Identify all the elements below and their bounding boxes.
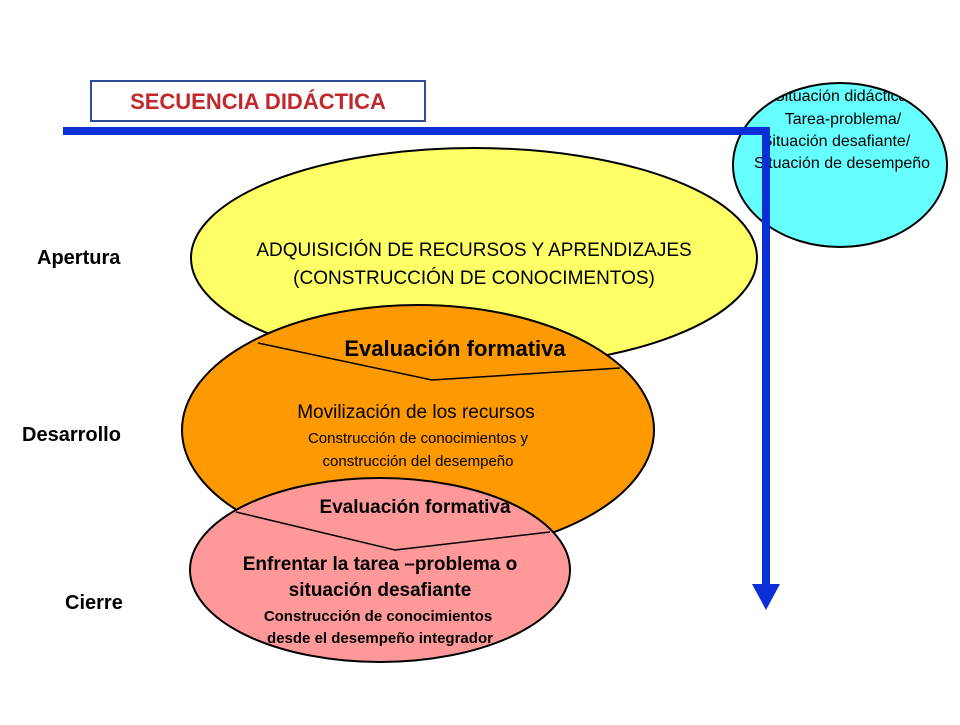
movilizacion-title: Movilización de los recursos	[297, 402, 535, 423]
stage-labels: Apertura Desarrollo Cierre	[22, 247, 123, 614]
diagram-title: SECUENCIA DIDÁCTICA	[130, 89, 386, 114]
enfrentar-line-1: Enfrentar la tarea –problema o	[243, 554, 518, 575]
situacion-line-2: Tarea-problema/	[785, 111, 902, 128]
movilizacion-line-1: Construcción de conocimientos y	[308, 430, 529, 447]
situacion-line-4: Situación de desempeño	[754, 155, 930, 172]
stage-desarrollo: Desarrollo	[22, 424, 121, 446]
sequence-arrow	[63, 127, 780, 610]
adquisicion-line-2: (CONSTRUCCIÓN DE CONOCIMENTOS)	[293, 267, 655, 289]
stage-apertura: Apertura	[37, 247, 121, 269]
stage-cierre: Cierre	[65, 592, 123, 614]
situacion-line-1: Situación didáctica/	[774, 88, 912, 105]
evaluacion-formativa-1: Evaluación formativa	[344, 336, 566, 361]
arrow-head-icon	[752, 584, 780, 610]
situacion-ellipse	[732, 82, 948, 248]
arrow-line	[63, 127, 770, 588]
situacion-line-3: Situación desafiante/	[762, 133, 911, 150]
evaluacion-formativa-2: Evaluación formativa	[319, 497, 511, 518]
enfrentar-text: Enfrentar la tarea –problema o situación…	[243, 554, 518, 647]
title-box: SECUENCIA DIDÁCTICA	[90, 80, 426, 122]
movilizacion-line-2: construcción del desempeño	[323, 453, 514, 470]
situacion-text: Situación didáctica/ Tarea-problema/ Sit…	[754, 88, 930, 172]
enfrentar-line-2: situación desafiante	[289, 580, 472, 601]
movilizacion-text: Movilización de los recursos Construcció…	[297, 402, 535, 470]
title-border	[90, 80, 426, 122]
evaluacion-divider-1	[257, 342, 621, 381]
enfrentar-line-3: Construcción de conocimientos	[264, 608, 492, 625]
enfrentar-line-4: desde el desempeño integrador	[267, 630, 493, 647]
adquisicion-text: ADQUISICIÓN DE RECURSOS Y APRENDIZAJES (…	[256, 239, 691, 289]
evaluacion-divider-2	[235, 511, 551, 551]
adquisicion-line-1: ADQUISICIÓN DE RECURSOS Y APRENDIZAJES	[256, 239, 691, 261]
